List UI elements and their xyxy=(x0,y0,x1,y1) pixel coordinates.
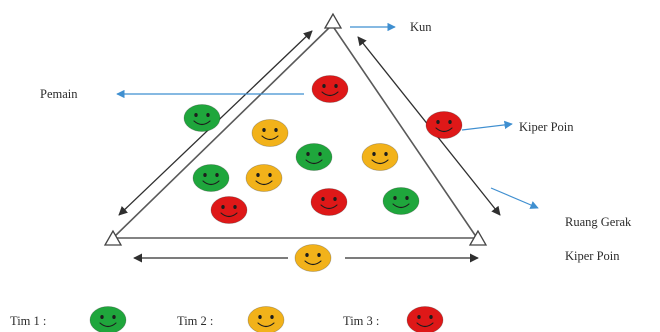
player-yellow-face-icon xyxy=(245,164,283,192)
kiper-poin-red-face-icon xyxy=(425,111,463,139)
legend-team-3-label: Tim 3 : xyxy=(343,314,379,328)
ruang-gerak-pointer-arrow xyxy=(490,187,539,209)
legend-faces xyxy=(89,306,444,332)
kun-label: Kun xyxy=(410,20,432,34)
ruang-gerak-kiper-poin-label: Kiper Poin xyxy=(565,249,620,263)
legend-team-1-label: Tim 1 : xyxy=(10,314,46,328)
ruang-gerak-label: Ruang Gerak xyxy=(565,215,632,229)
cone-right-icon xyxy=(468,229,488,246)
legend-team-2-face-icon xyxy=(247,306,285,332)
kiper-poin-yellow-face-icon xyxy=(294,244,332,272)
legend: Tim 1 : Tim 2 : Tim 3 : xyxy=(10,306,444,332)
player-green-face-icon xyxy=(295,143,333,171)
cone-top-icon xyxy=(323,12,343,29)
players-layer xyxy=(183,75,463,272)
pemain-label: Pemain xyxy=(40,87,78,101)
field-triangle xyxy=(111,23,479,239)
player-red-face-icon xyxy=(310,188,348,216)
legend-team-3-face-icon xyxy=(406,306,444,332)
player-red-face-icon xyxy=(210,196,248,224)
legend-team-1-face-icon xyxy=(89,306,127,332)
player-green-face-icon xyxy=(183,104,221,132)
kiper-poin-label: Kiper Poin xyxy=(519,120,574,134)
kiper-poin-pointer-arrow xyxy=(461,120,513,131)
player-green-face-icon xyxy=(382,187,420,215)
player-yellow-face-icon xyxy=(361,143,399,171)
player-yellow-face-icon xyxy=(251,119,289,147)
kiper-poin-red-face-icon xyxy=(311,75,349,103)
legend-team-2-label: Tim 2 : xyxy=(177,314,213,328)
player-green-face-icon xyxy=(192,164,230,192)
cone-left-icon xyxy=(103,229,123,246)
